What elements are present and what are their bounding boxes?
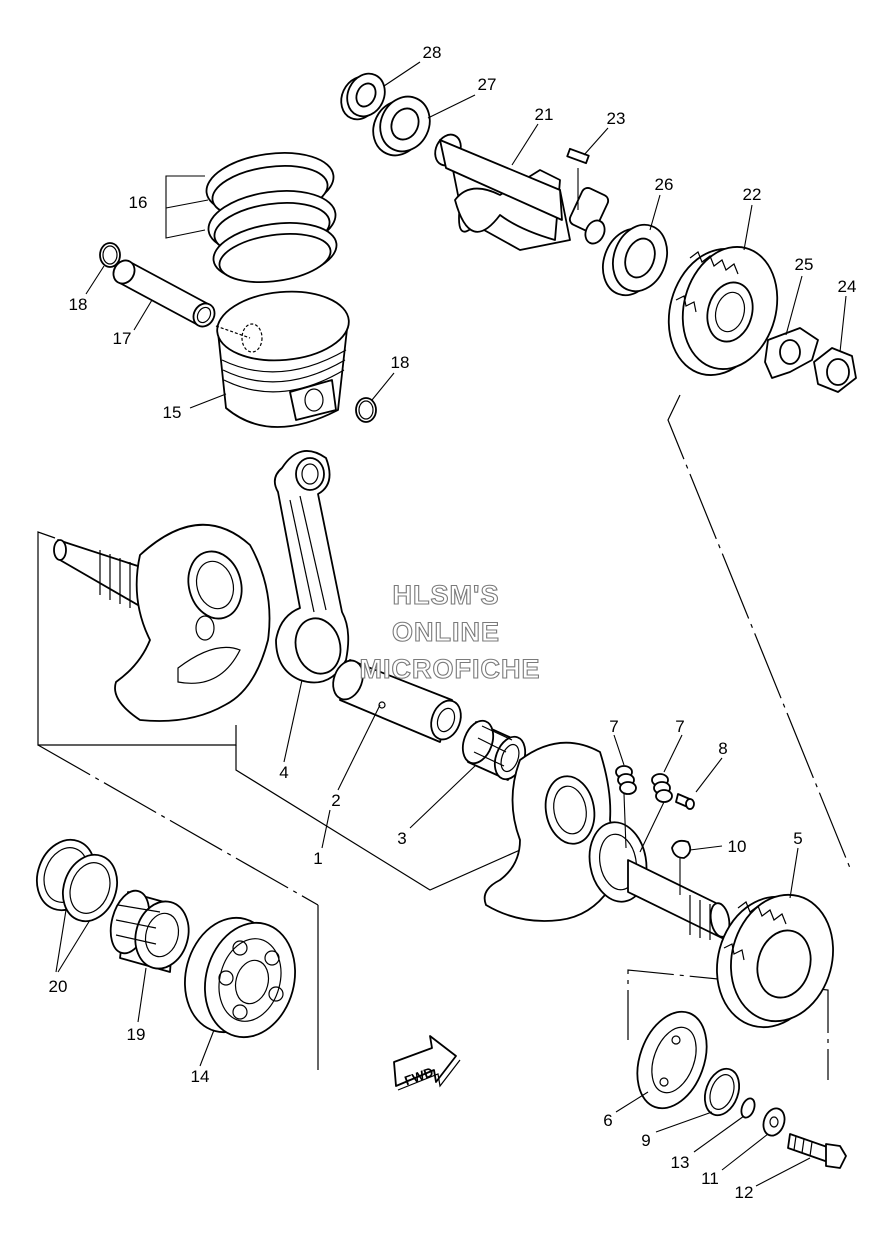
leader-lines [55, 61, 847, 1187]
callout-11: 11 [701, 1169, 719, 1188]
callout-24: 24 [838, 277, 857, 296]
circlip-9 [703, 1067, 741, 1117]
circlip-18-lower [355, 397, 377, 423]
callout-7-left: 7 [609, 717, 618, 736]
o-ring-13 [740, 1097, 756, 1119]
callout-2: 2 [331, 791, 340, 810]
washer-11 [762, 1107, 786, 1137]
callout-15: 15 [163, 403, 182, 422]
watermark-line-2: ONLINE [392, 617, 500, 647]
callout-22: 22 [743, 185, 762, 204]
callout-23: 23 [607, 109, 626, 128]
shims-20 [36, 838, 118, 923]
fwd-arrow: FWD [393, 1035, 461, 1091]
needle-bearing-3 [461, 719, 527, 781]
callout-18-upper: 18 [69, 295, 88, 314]
crankshaft-left-half [53, 523, 271, 722]
spring-7-left [615, 765, 637, 795]
bearing-28 [340, 72, 386, 121]
callout-labels: 28 27 21 23 26 22 25 24 16 18 17 15 18 4… [49, 43, 857, 1202]
callout-16: 16 [129, 193, 148, 212]
bearing-27 [372, 95, 431, 157]
piston-rings-16 [205, 152, 338, 283]
key-10 [671, 839, 692, 859]
connecting-rod-4 [273, 450, 350, 684]
piston-pin-17 [112, 259, 216, 328]
balancer-link-line [667, 394, 851, 869]
callout-26: 26 [655, 175, 674, 194]
piston-15 [215, 290, 350, 428]
key-23 [566, 147, 590, 165]
callout-19: 19 [127, 1025, 146, 1044]
sleeve-19 [109, 889, 190, 973]
crank-pin-2 [332, 659, 462, 743]
lock-washer-25 [764, 327, 819, 379]
callout-7-right: 7 [675, 717, 684, 736]
callout-12: 12 [735, 1183, 754, 1202]
callout-8: 8 [718, 739, 727, 758]
callout-25: 25 [795, 255, 814, 274]
pin-8 [675, 793, 695, 810]
circlip-18-upper [99, 242, 121, 268]
callout-1: 1 [313, 849, 322, 868]
crankshaft-right-half [483, 741, 731, 940]
bearing-group-line-top [37, 744, 319, 906]
callout-9: 9 [641, 1131, 650, 1150]
callout-13: 13 [671, 1153, 690, 1172]
plate-6 [636, 1010, 708, 1110]
bearing-26 [602, 223, 668, 297]
callout-4: 4 [279, 763, 288, 782]
callout-28: 28 [423, 43, 442, 62]
callout-3: 3 [397, 829, 406, 848]
watermark-line-1: HLSM'S [393, 580, 500, 610]
callout-20: 20 [49, 977, 68, 996]
callout-18-lower: 18 [391, 353, 410, 372]
gear-5 [716, 893, 834, 1029]
callout-6: 6 [603, 1111, 612, 1130]
balancer-shaft-21 [434, 133, 610, 251]
watermark-line-3: MICROFICHE [360, 654, 541, 684]
callout-14: 14 [191, 1067, 210, 1086]
callout-10: 10 [728, 837, 747, 856]
crankshaft-group-baseline [235, 745, 521, 891]
callout-21: 21 [535, 105, 554, 124]
bearing-14 [184, 916, 296, 1039]
nut-24 [813, 347, 857, 393]
callout-5: 5 [793, 829, 802, 848]
bolt-12 [787, 1133, 847, 1169]
spring-7-right [651, 773, 673, 803]
callout-17: 17 [113, 329, 132, 348]
gear-22 [667, 246, 779, 376]
watermark: HLSM'S ONLINE MICROFICHE [359, 579, 541, 684]
callout-27: 27 [478, 75, 497, 94]
